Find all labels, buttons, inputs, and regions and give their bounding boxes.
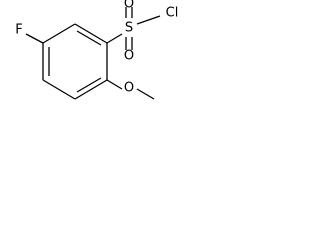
bond-methoxy-oxygen-to-methyl bbox=[136, 88, 155, 100]
bond-sulfur-to-chlorine bbox=[136, 15, 161, 25]
ring-double-bond-c1-c2 bbox=[76, 30, 102, 46]
atom-label-sulfur: S bbox=[125, 21, 133, 36]
ring-bond-c1-c2 bbox=[74, 23, 108, 44]
ring-double-bond-c3-c4 bbox=[76, 77, 102, 93]
ring-bond-c6-c1 bbox=[42, 23, 76, 44]
chemical-structure-diagram: F S O O Cl O bbox=[15, 0, 179, 100]
ring-bond-c4-c5 bbox=[42, 79, 76, 100]
bond-ring-to-methoxy-oxygen bbox=[106, 79, 123, 90]
bond-ring-to-sulfur bbox=[106, 33, 123, 44]
atom-label-oxygen-top: O bbox=[124, 0, 134, 12]
atom-label-methoxy-oxygen: O bbox=[124, 81, 134, 96]
bond-ring-to-fluorine bbox=[25, 33, 44, 44]
benzene-ring bbox=[42, 23, 108, 100]
atom-label-fluorine: F bbox=[15, 23, 22, 38]
atom-label-oxygen-bottom: O bbox=[124, 49, 134, 64]
ring-bond-c3-c4 bbox=[74, 79, 108, 100]
atom-label-chlorine: Cl bbox=[166, 6, 179, 21]
